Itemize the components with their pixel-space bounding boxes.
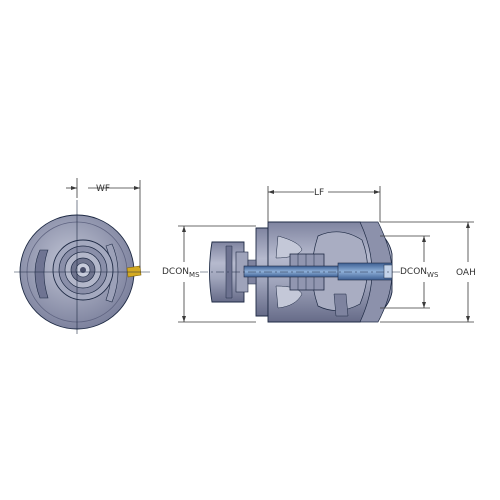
dcon-ms-label: DCONMS — [162, 267, 200, 279]
side-view — [200, 221, 400, 323]
end-view-center — [80, 267, 86, 273]
end-view-flat-left — [34, 249, 49, 299]
lf-label: LF — [314, 188, 324, 198]
oah-dimension: OAH — [380, 221, 476, 323]
drawbar-tip — [383, 264, 393, 279]
insert-icon — [126, 265, 142, 278]
dcon-ws-label: DCONWS — [400, 267, 439, 279]
oah-label: OAH — [456, 268, 476, 278]
head-highlight-top — [275, 235, 303, 259]
lf-dimension: LF — [267, 186, 381, 222]
head-highlight-bottom — [275, 285, 303, 309]
dcon-ws-dimension: DCONWS — [380, 235, 439, 309]
dcon-ms-dimension: DCONMS — [162, 225, 256, 323]
head-lower-slot — [333, 293, 349, 317]
end-view — [14, 200, 150, 334]
wf-dimension: WF — [66, 178, 141, 268]
wf-label: WF — [96, 184, 110, 194]
